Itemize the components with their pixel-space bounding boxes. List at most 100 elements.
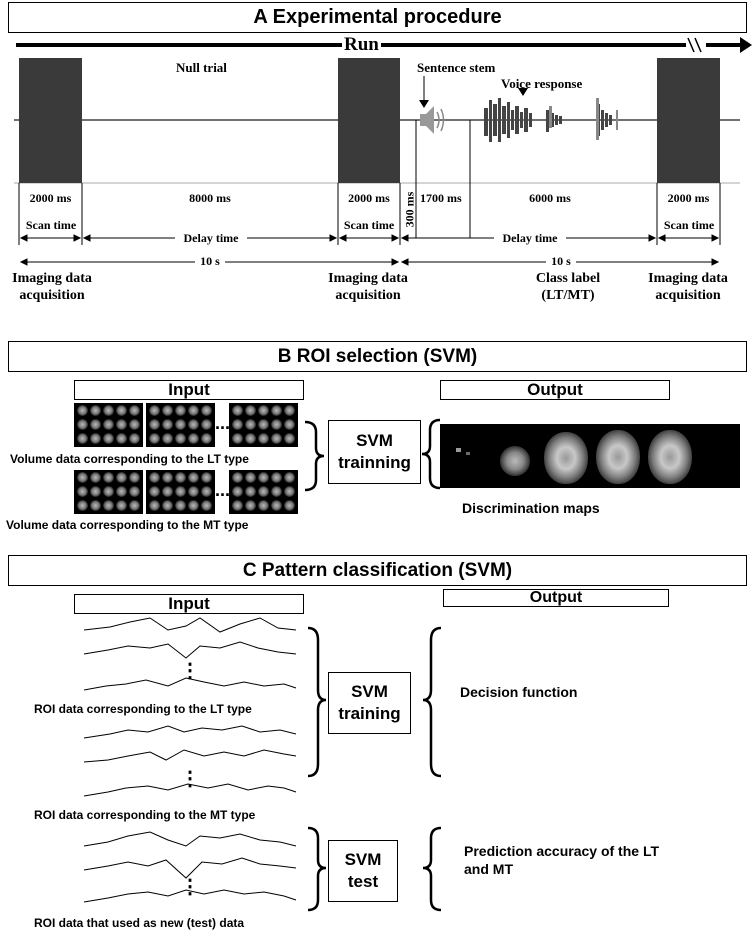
decision-function-label: Decision function [460,684,578,700]
mt-ellipsis: ... [215,480,231,500]
lt-volume-label: Volume data corresponding to the LT type [10,452,249,466]
brain-slice-thumbnail [258,500,269,511]
section-c-title-text: C Pattern classification (SVM) [242,559,513,581]
section-c-title: C Pattern classification (SVM) [8,555,747,586]
prediction-accuracy-label: Prediction accuracy of the LT and MT [464,843,660,877]
section-b-title-text: B ROI selection (SVM) [277,345,478,367]
brain-slice-thumbnail [271,419,282,430]
brain-slice-thumbnail [149,472,160,483]
brain-slice-thumbnail [284,472,295,483]
brain-slice-thumbnail [188,500,199,511]
delay-time-1: Delay time [175,231,247,246]
section-c-output-box: Output [443,589,669,607]
duration-scan-2: 2000 ms [348,191,390,205]
brain-slice-thumbnail [103,500,114,511]
svm-trainning-box: SVM trainning [328,420,421,484]
brain-slice-thumbnail [90,472,101,483]
brain-slice-thumbnail [271,486,282,497]
brain-slice-thumbnail [116,486,127,497]
brain-slice-thumbnail [149,405,160,416]
section-c-input-label: Input [168,594,210,613]
brain-slice-thumbnail [129,472,140,483]
brain-slice-thumbnail [284,419,295,430]
brain-slice-thumbnail [245,405,256,416]
brain-slice-thumbnail [201,405,212,416]
test-roi-label: ROI data that used as new (test) data [34,916,245,930]
section-a-title-text: A Experimental procedure [253,6,502,28]
brain-slice-thumbnail [149,433,160,444]
brain-slice-thumbnail [162,405,173,416]
brain-slice-thumbnail [201,419,212,430]
speaker-icon [420,106,445,134]
test-vertical-ellipsis: ⋮ [180,876,200,898]
brain-slice-thumbnail [162,419,173,430]
discrimination-maps-label: Discrimination maps [462,500,600,516]
sentence-stem-label: Sentence stem [417,60,496,75]
section-b-braces [304,418,441,492]
brain-slice-thumbnail [116,405,127,416]
svm-training-box: SVM training [328,672,411,734]
brain-slice-thumbnail [175,472,186,483]
scan-time-2: Scan time [342,218,396,232]
null-trial-label: Null trial [176,60,227,75]
brain-slice-thumbnail [245,419,256,430]
brain-slice-thumbnail [77,433,88,444]
brain-slice-thumbnail [129,433,140,444]
svm-trainning-label: SVM trainning [338,431,411,472]
mt-roi-label: ROI data corresponding to the MT type [34,808,256,822]
duration-scan-3: 2000 ms [667,191,710,205]
delay-time-2: Delay time [494,231,566,246]
brain-slice-thumbnail [175,433,186,444]
brain-slice-thumbnail [201,486,212,497]
brain-slice-thumbnail [284,433,295,444]
imaging-acq-1: Imaging data acquisition [12,271,92,303]
brain-slice-thumbnail [258,419,269,430]
mt-vertical-ellipsis: ⋮ [180,768,200,790]
brain-slice-thumbnail [90,405,101,416]
brain-slice-thumbnail [162,433,173,444]
brain-slice-thumbnail [232,486,243,497]
mt-volume-label: Volume data corresponding to the MT type [6,518,249,532]
scan-time-1: Scan time [24,218,78,232]
section-b-title: B ROI selection (SVM) [8,341,747,372]
brain-slice-thumbnail [103,433,114,444]
run-timeline-graphic [14,37,752,266]
brain-slice-thumbnail [77,472,88,483]
brain-slice-thumbnail [116,419,127,430]
brain-slice-thumbnail [284,405,295,416]
brain-slice-thumbnail [129,405,140,416]
brain-slice-thumbnail [232,472,243,483]
brain-slice-thumbnail [271,433,282,444]
duration-response: 6000 ms [529,191,571,205]
imaging-acq-3: Imaging data acquisition [648,271,728,303]
brain-slice-thumbnail [162,500,173,511]
section-b-output-box: Output [440,380,670,400]
brain-slice-thumbnail [77,486,88,497]
duration-sentence: 1700 ms [420,191,462,205]
brain-slice-thumbnail [103,405,114,416]
brain-slice-thumbnail [162,486,173,497]
brain-slice-thumbnail [245,433,256,444]
run-label: Run [342,34,381,56]
lt-vertical-ellipsis: ⋮ [180,660,200,682]
svm-test-box: SVM test [328,840,398,902]
brain-slice-thumbnail [271,472,282,483]
brain-slice-thumbnail [149,419,160,430]
brain-slice-thumbnail [245,500,256,511]
brain-slice-thumbnail [284,486,295,497]
brain-slice-thumbnail [201,433,212,444]
brain-slice-thumbnail [103,472,114,483]
brain-slice-thumbnail [232,419,243,430]
brain-slice-thumbnail [175,486,186,497]
brain-slice-thumbnail [129,500,140,511]
brain-slice-thumbnail [77,405,88,416]
brain-slice-thumbnail [188,486,199,497]
brain-slice-thumbnail [232,405,243,416]
ten-s-2: 10 s [546,254,576,269]
brain-slice-thumbnail [129,419,140,430]
brain-slice-thumbnail [116,472,127,483]
svm-test-label: SVM test [344,850,382,891]
brain-slice-thumbnail [258,405,269,416]
duration-null-trial: 8000 ms [189,191,231,205]
